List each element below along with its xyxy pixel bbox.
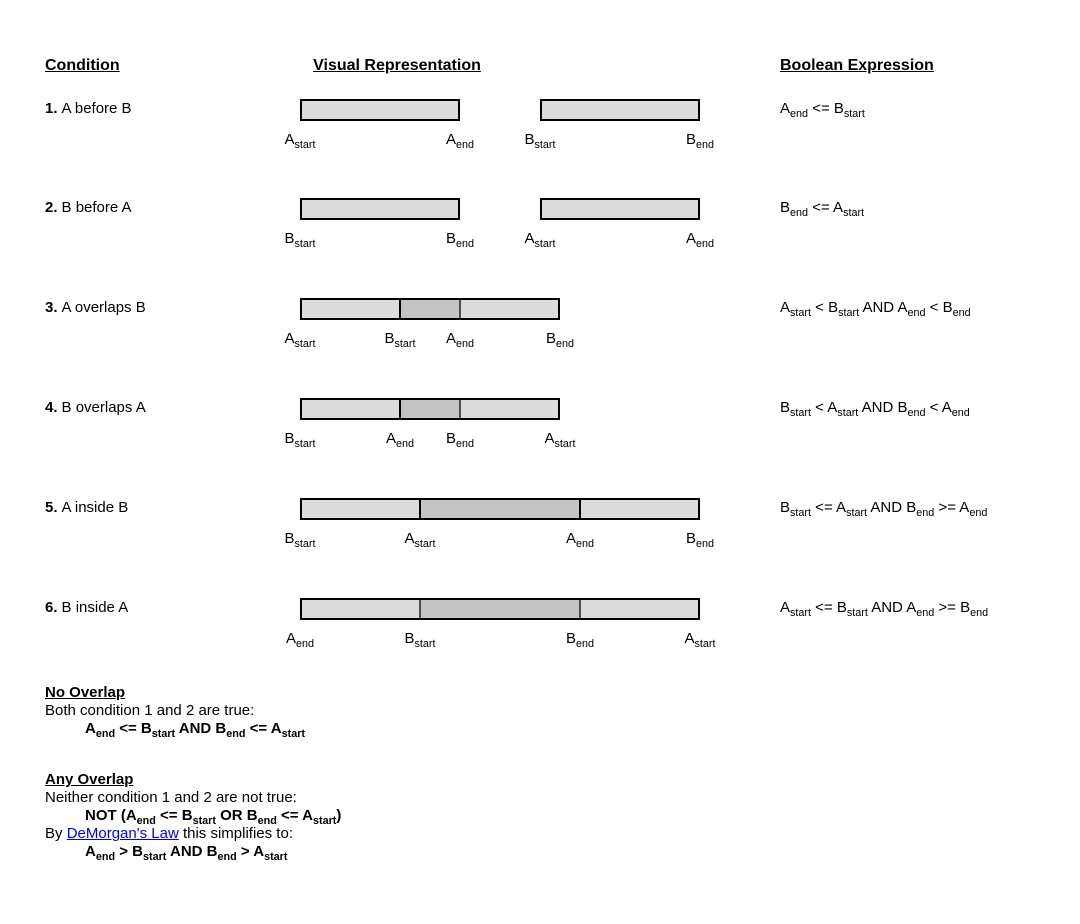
row-3-expression: Astart < Bstart AND Aend < Bend [780,299,971,319]
bar-label: Bend [545,330,575,350]
row-5-expression: Bstart <= Astart AND Bend >= Aend [780,499,988,519]
bar-label: Bend [445,430,475,450]
bar-label: Bend [685,131,715,151]
divider-line [579,500,581,518]
row-6-condition-label: B inside A [61,599,129,616]
row-2-bar-a [540,198,700,220]
divider-line [419,600,421,618]
demorgan-line-pre: By [45,825,67,842]
no-overlap-title: No Overlap [45,684,126,701]
bar-label: Bstart [284,230,316,250]
overlap-segment [400,400,460,418]
row-4-overlap-bar [300,398,560,420]
bar-label: Astart [284,330,316,350]
bar-label: Bend [445,230,475,250]
any-overlap-section: Any Overlap Neither condition 1 and 2 ar… [45,771,342,863]
bar-label: Aend [445,131,475,151]
divider-line [399,300,401,318]
column-header-boolean-expression: Boolean Expression [780,57,934,74]
row-3-number: 3. [45,299,58,316]
divider-line [579,600,581,618]
no-overlap-expression: Aend <= Bstart AND Bend <= Astart [85,720,305,740]
row-6-expression: Astart <= Bstart AND Aend >= Bend [780,599,989,619]
any-overlap-simplified-expression: Aend > Bstart AND Bend > Astart [85,843,288,863]
bar-label: Bstart [524,131,556,151]
bar-label: Astart [524,230,556,250]
row-5-condition: 5.A inside B [45,499,128,516]
row-3-overlap-bar [300,298,560,320]
bar-label: Astart [284,131,316,151]
bar-label: Bstart [404,630,436,650]
row-4-expression: Bstart < Astart AND Bend < Aend [780,399,970,419]
bar-label: Aend [385,430,415,450]
row-1-number: 1. [45,100,58,117]
row-1-condition: 1.A before B [45,100,132,117]
bar-label: Aend [445,330,475,350]
row-6-number: 6. [45,599,58,616]
column-header-visual-representation: Visual Representation [313,57,481,74]
row-2-number: 2. [45,199,58,216]
row-5-number: 5. [45,499,58,516]
row-1-bar-b [540,99,700,121]
overlap-segment [400,300,460,318]
bar-label: Aend [685,230,715,250]
divider-line [459,400,461,418]
row-3-condition: 3.A overlaps B [45,299,146,316]
row-2-expression: Bend <= Astart [780,199,865,219]
divider-line [399,400,401,418]
demorgan-line: By DeMorgan's Law this simplifies to: [45,825,341,843]
bar-label: Bstart [284,530,316,550]
row-2-condition-label: B before A [61,199,132,216]
divider-line [419,500,421,518]
bar-label: Astart [684,630,716,650]
demorgans-law-link[interactable]: DeMorgan's Law [66,825,179,842]
no-overlap-section: No Overlap Both condition 1 and 2 are tr… [45,684,305,740]
row-4-condition-label: B overlaps A [61,399,146,416]
row-5-inside-bar [300,498,700,520]
overlap-segment [420,600,580,618]
row-5-condition-label: A inside B [61,499,129,516]
row-2-bar-b [300,198,460,220]
demorgan-line-post: this simplifies to: [178,825,293,842]
divider-line [459,300,461,318]
any-overlap-not-expression: NOT (Aend <= Bstart OR Bend <= Astart) [85,807,342,827]
bar-label: Astart [544,430,576,450]
column-header-condition: Condition [45,57,120,74]
bar-label: Bend [685,530,715,550]
bar-label: Aend [565,530,595,550]
bar-label: Aend [285,630,315,650]
row-4-condition: 4.B overlaps A [45,399,146,416]
row-3-condition-label: A overlaps B [61,299,146,316]
row-1-condition-label: A before B [61,100,132,117]
any-overlap-title: Any Overlap [45,771,134,788]
no-overlap-description: Both condition 1 and 2 are true: [45,702,255,719]
row-6-inside-bar [300,598,700,620]
bar-label: Bend [565,630,595,650]
overlap-segment [420,500,580,518]
row-1-bar-a [300,99,460,121]
row-2-condition: 2.B before A [45,199,132,216]
bar-label: Bstart [384,330,416,350]
bar-label: Astart [404,530,436,550]
row-6-condition: 6.B inside A [45,599,128,616]
row-1-expression: Aend <= Bstart [780,100,865,120]
any-overlap-description: Neither condition 1 and 2 are not true: [45,789,297,806]
row-4-number: 4. [45,399,58,416]
bar-label: Bstart [284,430,316,450]
